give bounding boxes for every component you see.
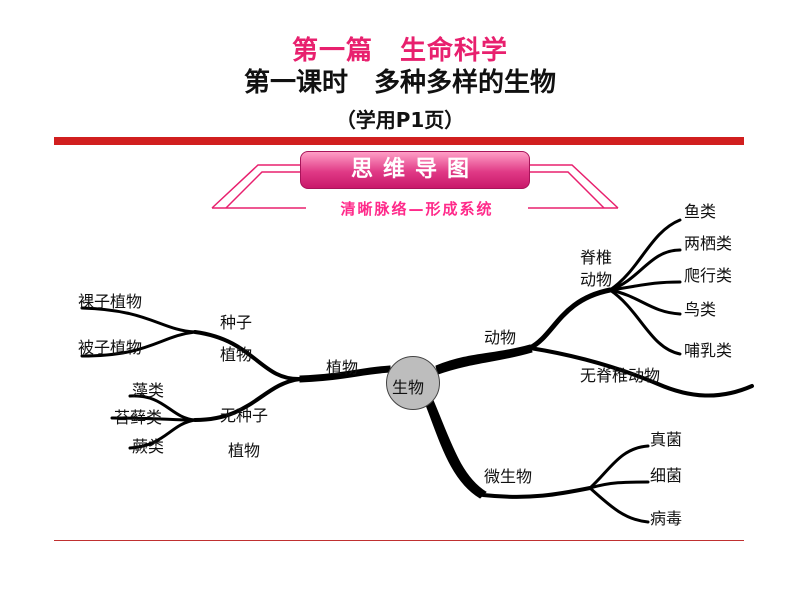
- center-node: [386, 356, 440, 410]
- footer-divider: [54, 540, 744, 541]
- microbes-label: 微生物: [484, 467, 533, 486]
- vertebrates-label-line1: 脊椎: [580, 248, 613, 267]
- invertebrates-label: 无脊椎动物: [580, 366, 661, 385]
- seedless-plants-label-line2: 植物: [228, 441, 261, 460]
- seedless-plants-label-line1: 无种子: [220, 406, 269, 425]
- center-node-label: 生物: [392, 378, 425, 397]
- amphibians-label: 两栖类: [684, 234, 733, 253]
- fungi-label: 真菌: [650, 430, 683, 449]
- bacteria-label: 细菌: [650, 466, 683, 485]
- algae-label: 藻类: [132, 381, 165, 400]
- angiosperm-label: 被子植物: [78, 338, 143, 357]
- birds-label: 鸟类: [684, 300, 717, 319]
- seed-plants-label-line2: 植物: [220, 345, 253, 364]
- fern-label: 蕨类: [132, 437, 165, 456]
- banner-subtitle: 清晰脉络—形成系统: [340, 200, 494, 218]
- fish-label: 鱼类: [684, 202, 717, 221]
- page-title: 第一篇 生命科学: [291, 36, 508, 66]
- page-reference: （学用P1页）: [335, 108, 465, 132]
- animals-label: 动物: [484, 328, 517, 347]
- lesson-title: 第一课时 多种多样的生物: [243, 68, 556, 98]
- mammals-label: 哺乳类: [684, 341, 733, 360]
- plants-label: 植物: [326, 358, 359, 377]
- moss-label: 苔藓类: [114, 408, 163, 427]
- mindmap-banner: 思维导图: [300, 151, 530, 189]
- gymnosperm-label: 裸子植物: [78, 292, 143, 311]
- reptiles-label: 爬行类: [684, 266, 733, 285]
- virus-label: 病毒: [650, 509, 683, 528]
- vertebrates-label-line2: 动物: [580, 270, 613, 289]
- header-divider: [54, 137, 744, 145]
- seed-plants-label-line1: 种子: [220, 313, 253, 332]
